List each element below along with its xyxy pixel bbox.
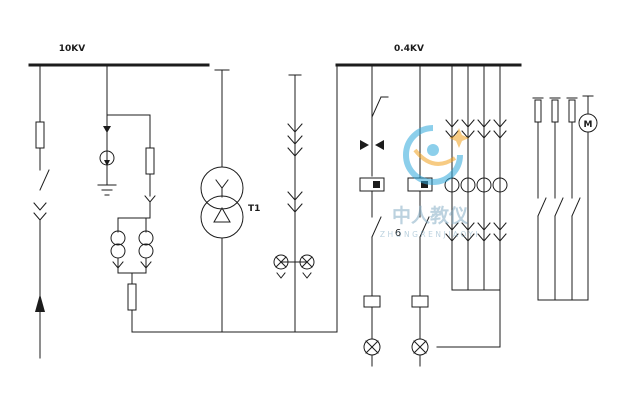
incoming-feeder [33,64,50,359]
feeder-a [359,64,389,367]
watermark: 中人教仪 ZHONGRENJIAOYI [380,125,480,239]
delta-winding-icon [213,206,231,223]
voltage-transformer-icon [138,230,154,246]
lamp-test-icon [299,254,315,270]
breaker-icon [371,96,382,118]
watermark-text: 中人教仪 [392,204,469,227]
watermark-star-icon [449,128,469,148]
lv-bus-label: 0.4KV [394,44,424,54]
arrow-down-icon [103,126,111,133]
wye-winding-icon [215,179,229,198]
fuse-icon [127,283,137,311]
fuse-icon [568,99,576,123]
watermark-subtext: ZHONGRENJIAOYI [380,230,480,239]
fuse-icon [145,147,155,175]
device-box-icon [363,295,381,308]
ct-chevron-icon [287,123,303,133]
lamp-test-icon [273,254,289,270]
motor-feeder-group [532,95,598,301]
ct-arrow-icon [360,140,369,150]
incoming-arrow-icon [35,294,45,312]
fuse-icon [551,99,559,123]
voltage-transformer-icon [110,230,126,246]
feeder-b [407,64,433,367]
lv-pt-branch [273,74,315,333]
hv-bus-label: 10KV [59,44,85,54]
transformer [200,69,244,333]
watermark-logo-icon [403,125,463,185]
fuse-icon [35,121,45,149]
meter-circle-icon [476,177,492,193]
meter-circle-icon [492,177,508,193]
fuse-icon [534,99,542,123]
meter-circle-icon [460,177,476,193]
ct-chevron-icon [33,202,47,211]
switch-icon [537,197,547,217]
meter-icon [359,177,385,192]
disconnector-icon [39,169,50,191]
switch-icon [419,216,430,238]
switch-icon [554,197,564,217]
switch-icon [371,216,382,238]
transformer-label: T1 [248,204,260,214]
motor-label: M [584,120,593,130]
watermark-swoosh-icon [413,148,457,166]
feeder-count-label: 6 [395,228,401,239]
hv-pt-arrester-branch [97,64,156,333]
switch-icon [571,197,581,217]
distribution-feeder-group [436,64,508,348]
device-box-icon [411,295,429,308]
